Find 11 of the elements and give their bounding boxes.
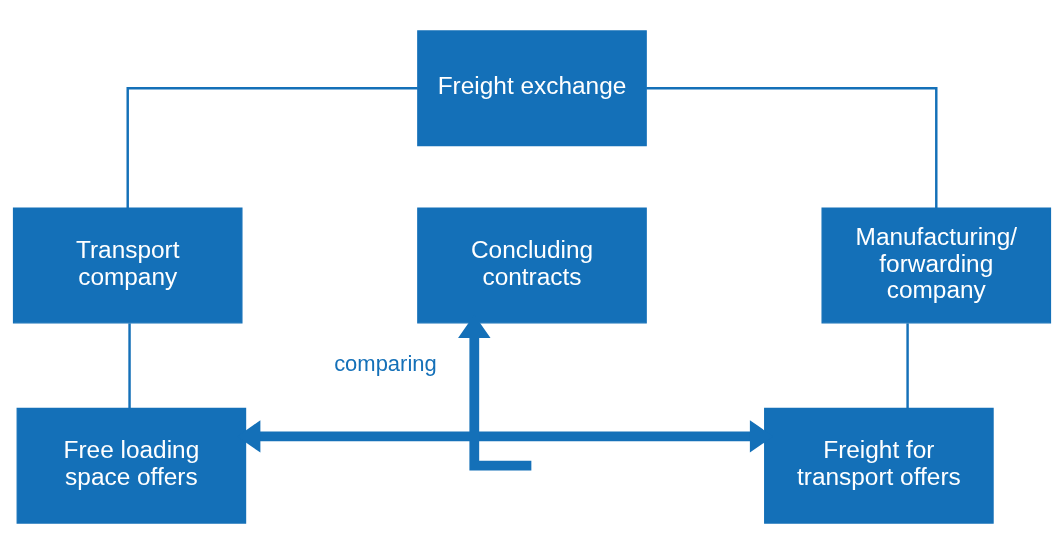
node-box: Manufacturing/ forwarding company bbox=[821, 207, 1052, 324]
edge-label: comparing bbox=[334, 350, 437, 376]
connector bbox=[646, 87, 938, 208]
connector bbox=[126, 87, 418, 208]
node-box: Freight exchange bbox=[417, 30, 647, 147]
node-box: Free loading space offers bbox=[16, 407, 247, 524]
connector bbox=[128, 323, 131, 409]
node-box: Concluding contracts bbox=[417, 207, 647, 324]
node-box: Transport company bbox=[12, 207, 243, 324]
connector bbox=[906, 323, 909, 409]
node-box: Freight for transport offers bbox=[764, 407, 994, 524]
